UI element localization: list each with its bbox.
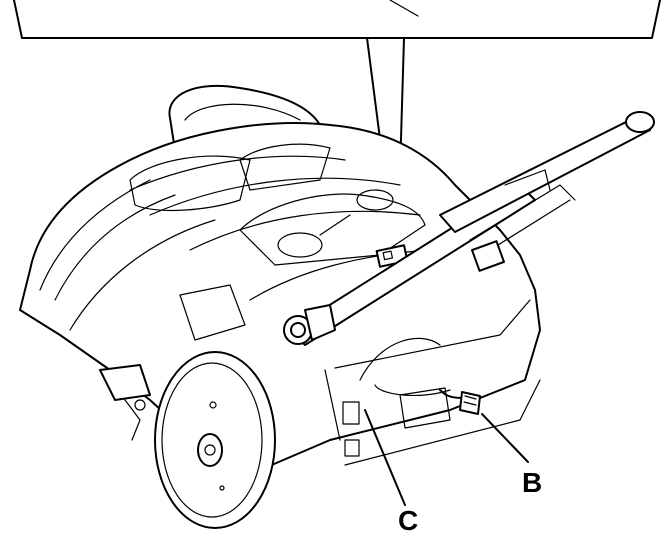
side-bracket bbox=[99, 364, 151, 441]
front-wheel bbox=[154, 351, 276, 529]
handle-assembly bbox=[283, 111, 655, 346]
machine-body bbox=[19, 122, 541, 471]
leader-b bbox=[481, 413, 529, 463]
callout-label-c: C bbox=[398, 505, 418, 534]
plug-connector bbox=[439, 389, 481, 415]
leader-c bbox=[364, 409, 406, 506]
callout-label-b: B bbox=[522, 467, 542, 498]
